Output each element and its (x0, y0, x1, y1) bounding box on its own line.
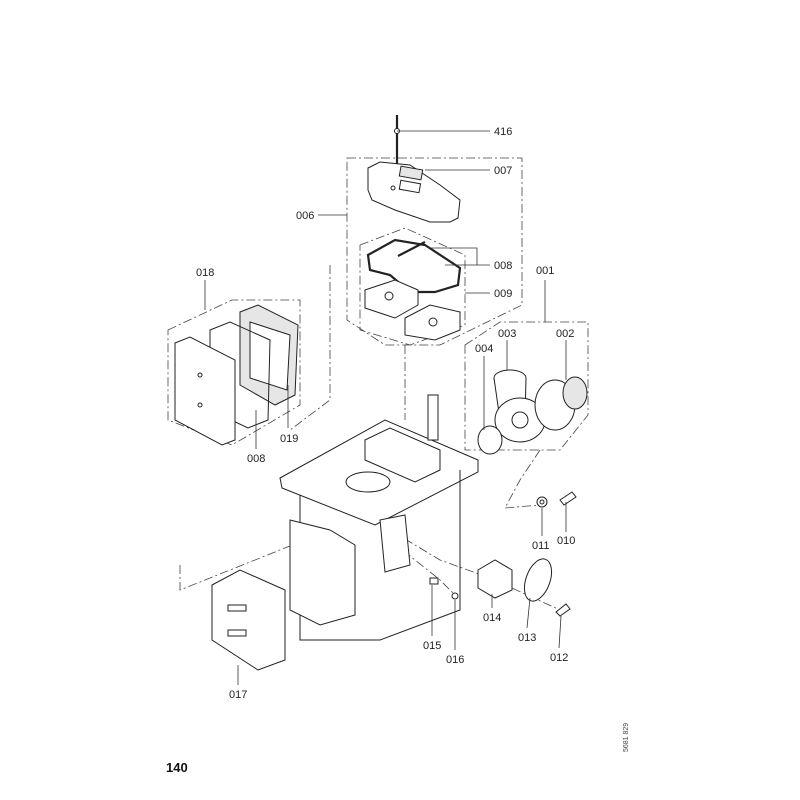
label-002: 002 (556, 328, 574, 340)
part-013-disc (523, 558, 553, 602)
part-009-pads (364, 279, 461, 341)
label-015: 015 (423, 640, 441, 652)
label-010: 010 (557, 535, 575, 547)
label-018: 018 (196, 267, 214, 279)
group-001-outline (464, 321, 589, 451)
label-009: 009 (494, 288, 512, 300)
part-018-box (174, 304, 299, 446)
part-010-screw (559, 491, 577, 506)
label-017: 017 (229, 689, 247, 701)
base-plate (279, 394, 479, 526)
part-017-cover (211, 569, 286, 671)
part-015-clip (429, 577, 439, 585)
part-008-seal (366, 238, 462, 294)
label-004: 004 (475, 343, 493, 355)
label-012: 012 (550, 652, 568, 664)
label-014: 014 (483, 612, 501, 624)
label-003: 003 (498, 328, 516, 340)
part-012-screw (555, 603, 571, 617)
label-008-seal: 008 (494, 260, 512, 272)
label-008-frame: 008 (247, 453, 265, 465)
page-number: 140 (166, 760, 188, 775)
housing-body (289, 470, 461, 641)
label-007: 007 (494, 165, 512, 177)
drawing-code: 5681 829 (623, 723, 630, 752)
label-416: 416 (494, 126, 512, 138)
part-014-motor (477, 559, 513, 599)
label-013: 013 (518, 632, 536, 644)
part-007-cover-plate (367, 161, 461, 223)
label-001: 001 (536, 265, 554, 277)
part-416-rod (394, 115, 400, 165)
assembly-dashline (504, 449, 541, 509)
part-016-screw (451, 592, 459, 600)
group-006-outline (346, 157, 523, 346)
label-016: 016 (446, 654, 464, 666)
label-011: 011 (532, 540, 550, 552)
part-001-pump-assembly (477, 369, 588, 455)
group-009-outline (359, 227, 466, 346)
part-011-washer (536, 496, 548, 508)
assembly-dashline (179, 529, 331, 591)
group-018-outline (167, 299, 301, 446)
label-006: 006 (296, 210, 314, 222)
leader-lines (204, 130, 567, 685)
label-019: 019 (280, 433, 298, 445)
